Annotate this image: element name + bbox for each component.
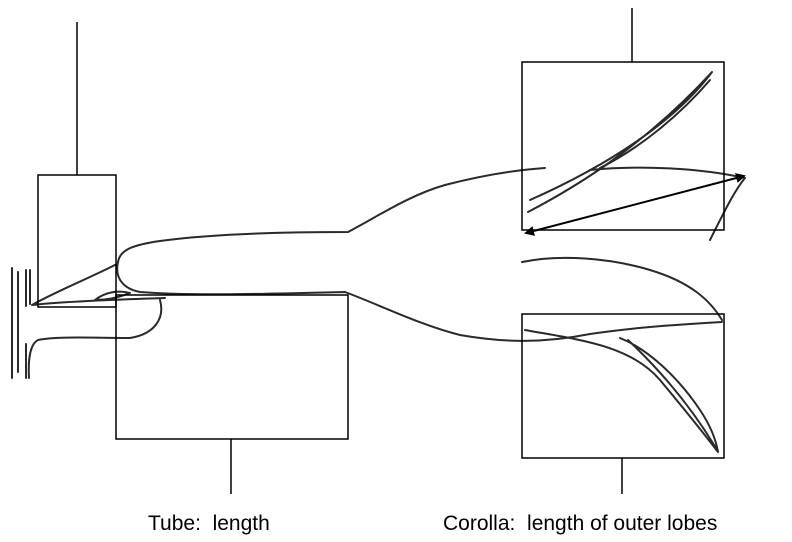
stalk-bars	[12, 268, 30, 378]
corolla-upper-box	[522, 62, 724, 230]
middle-upper-lobe	[590, 168, 745, 240]
lobe-length-arrow	[526, 176, 744, 233]
tube-callout	[38, 22, 348, 494]
lower-bract	[29, 300, 161, 378]
tube-length-box	[116, 295, 348, 439]
middle-lower-lobe	[522, 258, 722, 320]
corolla-lobe-length-label: Corolla: length of outer lobes	[443, 512, 717, 536]
tube-upper	[118, 168, 545, 262]
tube-length-label: Tube: length	[148, 512, 270, 536]
lower-lobe	[525, 330, 718, 452]
flower-outline	[12, 72, 745, 452]
tube-lower	[117, 262, 722, 341]
calyx	[32, 265, 165, 305]
tube-base-box	[38, 175, 116, 307]
